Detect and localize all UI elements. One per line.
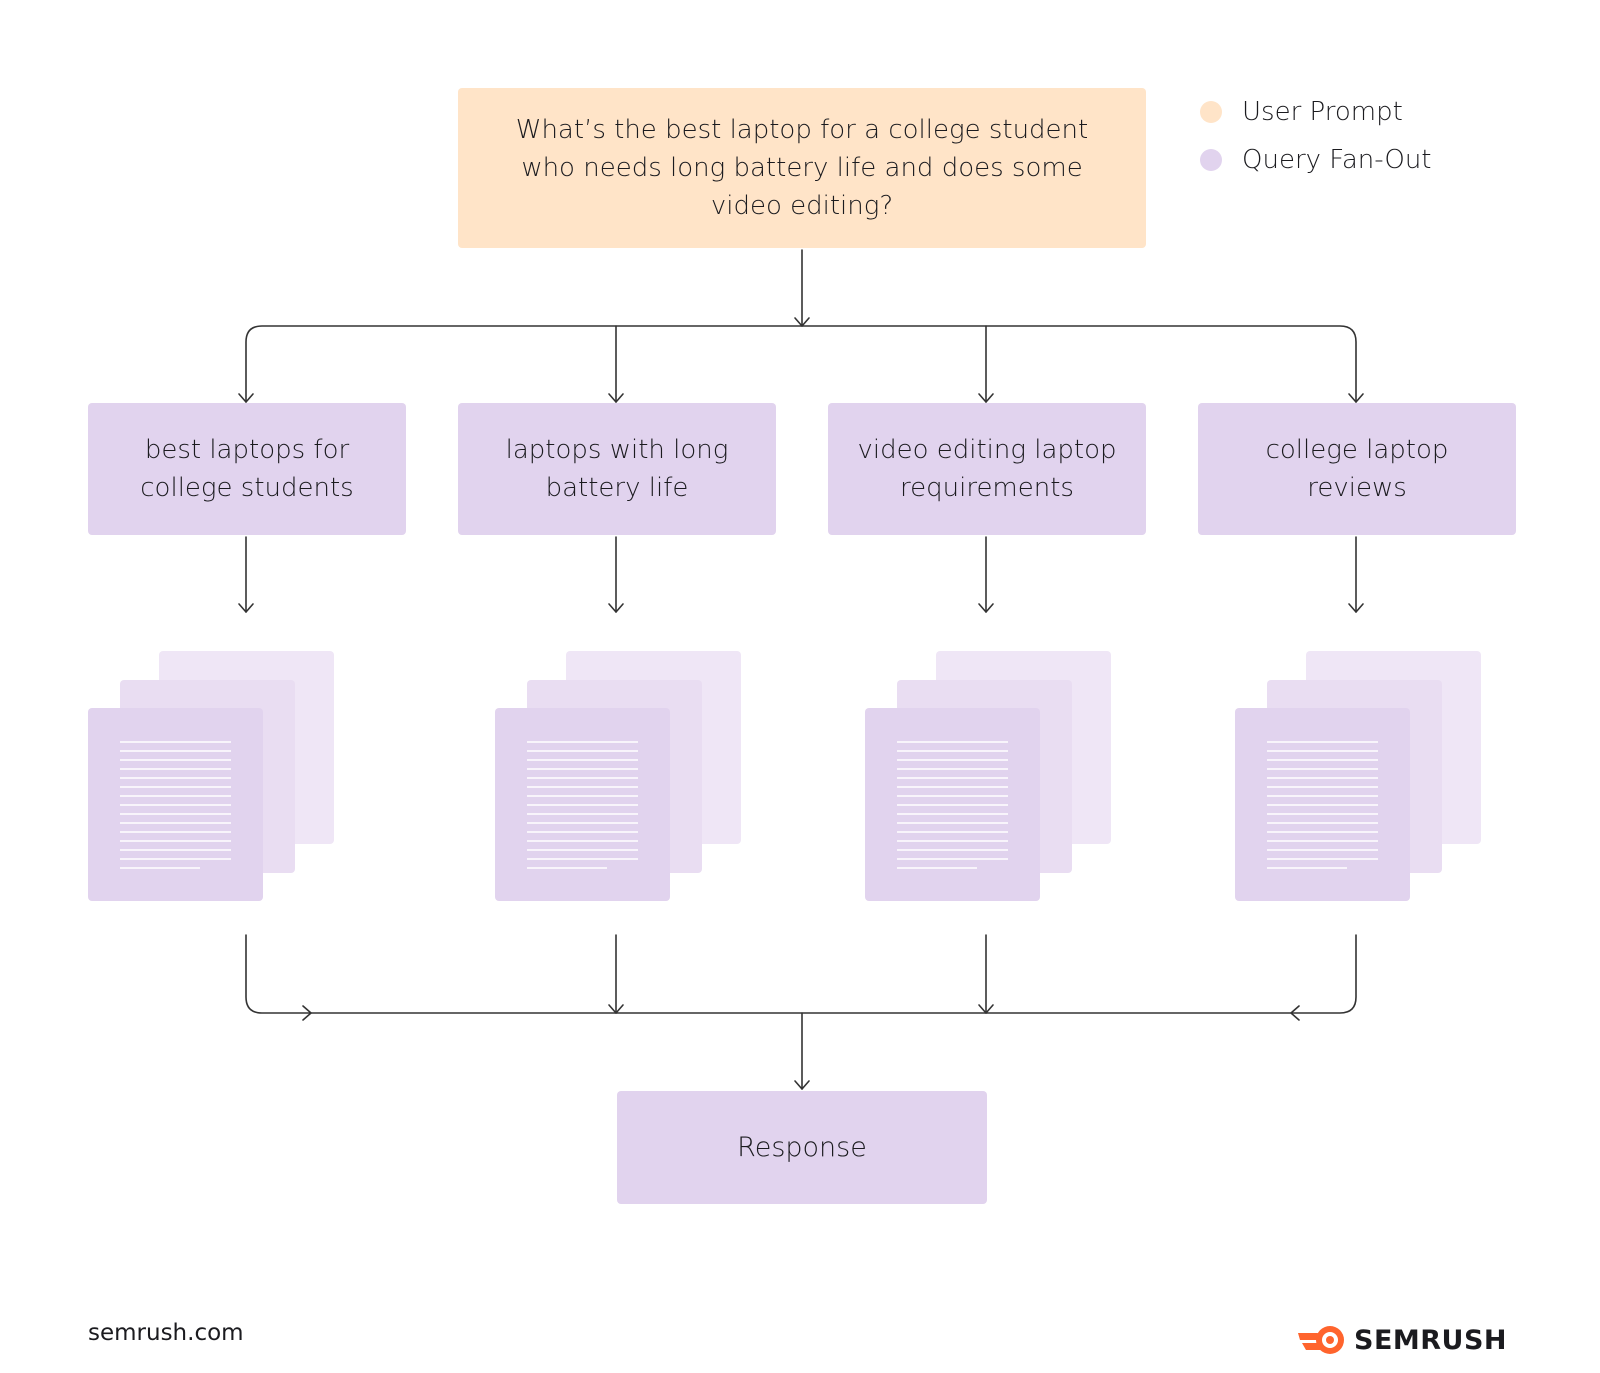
arrowhead-merge-left — [302, 1005, 312, 1021]
arrowhead-query-4 — [1348, 393, 1364, 403]
query-label: college laptop reviews — [1265, 435, 1449, 503]
document-stack — [88, 651, 334, 901]
brand-name: SEMRUSH — [1354, 1324, 1508, 1356]
query-label: best laptops for college students — [140, 435, 354, 503]
query-label: video editing laptop requirements — [857, 435, 1117, 503]
document-stack — [865, 651, 1111, 901]
arrowhead-query-2 — [608, 393, 624, 403]
legend-item-query-fan-out: Query Fan-Out — [1200, 136, 1432, 184]
arrowhead-response — [794, 1080, 810, 1090]
legend-label: User Prompt — [1242, 97, 1403, 127]
query-box-laptop-reviews: college laptop reviews — [1198, 403, 1516, 535]
footer-site-link[interactable]: semrush.com — [88, 1320, 244, 1346]
arrowhead-merge-2 — [608, 1004, 624, 1014]
arrowhead-docs-1 — [238, 603, 254, 613]
arrowhead-merge-right — [1290, 1005, 1300, 1021]
document-stack — [495, 651, 741, 901]
query-box-long-battery: laptops with long battery life — [458, 403, 776, 535]
legend: User Prompt Query Fan-Out — [1200, 88, 1432, 184]
semrush-flame-icon — [1298, 1326, 1344, 1354]
legend-item-user-prompt: User Prompt — [1200, 88, 1432, 136]
document-stack — [1235, 651, 1481, 901]
response-label: Response — [737, 1132, 867, 1163]
arrowhead-docs-2 — [608, 603, 624, 613]
branch-line-top — [245, 325, 1357, 403]
arrowhead-docs-3 — [978, 603, 994, 613]
user-prompt-text: What’s the best laptop for a college stu… — [515, 115, 1089, 221]
arrowhead-query-1 — [238, 393, 254, 403]
brand-logo: SEMRUSH — [1296, 1320, 1507, 1360]
legend-dot-query-fan-out — [1200, 149, 1222, 171]
merge-line-bottom — [245, 934, 1357, 1014]
legend-label: Query Fan-Out — [1242, 145, 1432, 175]
query-box-best-laptops: best laptops for college students — [88, 403, 406, 535]
arrowhead-merge-3 — [978, 1004, 994, 1014]
query-label: laptops with long battery life — [505, 435, 729, 503]
user-prompt-box: What’s the best laptop for a college stu… — [458, 88, 1146, 248]
arrowhead-docs-4 — [1348, 603, 1364, 613]
query-box-video-editing: video editing laptop requirements — [828, 403, 1146, 535]
legend-dot-user-prompt — [1200, 101, 1222, 123]
response-box: Response — [617, 1091, 987, 1204]
arrowhead-query-3 — [978, 393, 994, 403]
